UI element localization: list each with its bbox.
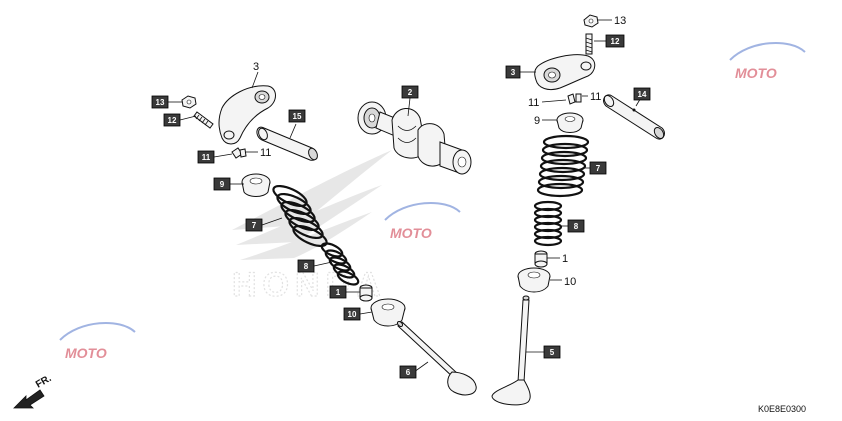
- callout-1-left: 1: [329, 285, 347, 299]
- diagram-code: K0E8E0300: [758, 404, 806, 414]
- callout-7-right: 7: [589, 161, 607, 175]
- cotter-left: [231, 147, 247, 159]
- callout-6: 6: [399, 365, 417, 379]
- rocker-shaft: [256, 126, 318, 161]
- callout-10-right: 10: [564, 276, 576, 288]
- spring-retainer-left: [241, 173, 271, 197]
- moto-watermark-text: MOTO: [735, 65, 777, 81]
- adjusting-screw-left: [193, 111, 214, 129]
- front-direction-indicator: FR.: [13, 373, 54, 409]
- callout-9-right: 9: [534, 115, 540, 127]
- callout-9-left: 9: [213, 177, 231, 191]
- stem-seal-right: [534, 250, 548, 268]
- callout-12-right: 12: [605, 34, 625, 48]
- intake-valve: [491, 295, 531, 406]
- callout-2: 2: [401, 85, 419, 99]
- callout-label: 12: [611, 37, 620, 46]
- callout-label: 11: [202, 153, 211, 162]
- spring-seat-left: [370, 298, 406, 327]
- callout-label: 1: [336, 288, 341, 297]
- outer-spring-right: [536, 134, 590, 198]
- callout-label: 14: [638, 90, 647, 99]
- callout-15: 15: [288, 109, 306, 123]
- callout-label: 10: [348, 310, 357, 319]
- callout-13-right: 13: [614, 15, 626, 27]
- callout-label: 2: [408, 88, 413, 97]
- inner-spring-right: [533, 200, 563, 247]
- callout-label: 3: [511, 68, 516, 77]
- callout-label: 15: [293, 112, 302, 121]
- rocker-arm-right: [534, 54, 596, 91]
- front-arrow-icon: [13, 389, 45, 409]
- moto-watermark: MOTO: [729, 42, 806, 81]
- callout-5: 5: [543, 345, 561, 359]
- callout-label: 7: [596, 164, 601, 173]
- adjusting-screw-right: [585, 33, 593, 55]
- callout-10-left: 10: [343, 307, 361, 321]
- moto-watermark: MOTO: [59, 322, 136, 361]
- moto-watermark-text: MOTO: [390, 225, 432, 241]
- inner-spring-left: [320, 242, 360, 286]
- callout-label: 8: [304, 262, 309, 271]
- spring-seat-right: [517, 267, 551, 293]
- front-label: FR.: [34, 373, 54, 391]
- spring-retainer-right: [556, 112, 584, 133]
- exhaust-valve: [396, 320, 477, 396]
- callout-label: 13: [156, 98, 165, 107]
- moto-watermark-text: MOTO: [65, 345, 107, 361]
- callout-13-left: 13: [151, 95, 169, 109]
- callout-8-right: 8: [567, 219, 585, 233]
- callout-8-left: 8: [297, 259, 315, 273]
- rocker-arm-left: [218, 85, 276, 145]
- stem-seal-left: [359, 284, 373, 302]
- callout-11-left-plain: 11: [260, 147, 271, 159]
- moto-watermark: MOTO: [384, 202, 461, 241]
- callout-label: 12: [168, 116, 177, 125]
- callout-label: 5: [550, 348, 555, 357]
- callout-7-left: 7: [245, 218, 263, 232]
- callout-11-left: 11: [197, 150, 215, 164]
- callout-label: 9: [220, 180, 225, 189]
- callout-3-left: 3: [253, 61, 259, 73]
- callout-14: 14: [633, 87, 651, 101]
- callout-12-left: 12: [163, 113, 181, 127]
- rocker-shaft-right: [603, 94, 665, 140]
- adjusting-nut-left: [181, 95, 197, 109]
- camshaft: [357, 101, 472, 175]
- leader-lines: [168, 19, 643, 373]
- callout-label: 8: [574, 222, 579, 231]
- callout-1-right: 1: [562, 253, 568, 265]
- callout-3-right: 3: [505, 65, 521, 79]
- cotter-right: [567, 93, 582, 105]
- adjusting-nut-right: [583, 14, 599, 28]
- callout-label: 7: [252, 221, 257, 230]
- callout-11-right-b: 11: [590, 91, 601, 103]
- callout-11-right-a: 11: [528, 97, 539, 109]
- callout-label: 6: [406, 368, 411, 377]
